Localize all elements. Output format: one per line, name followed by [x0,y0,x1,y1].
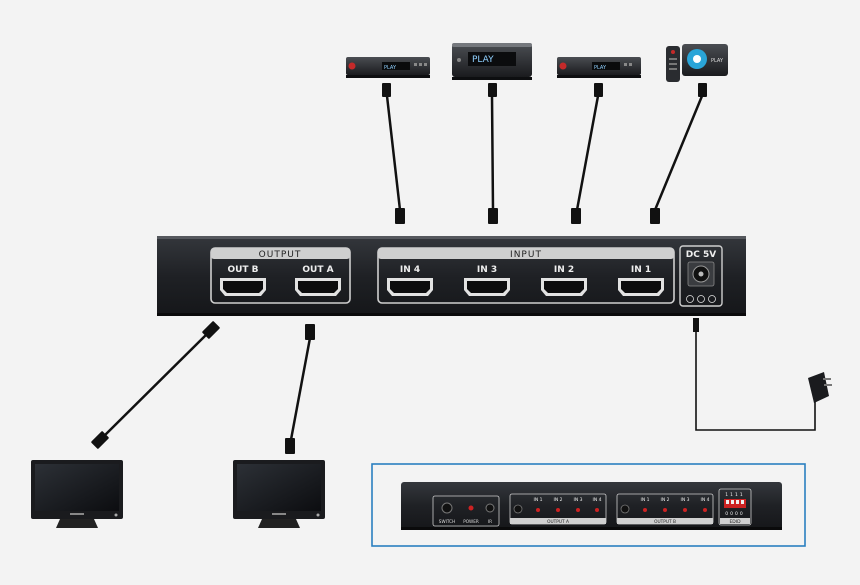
in1-label: IN 1 [631,265,651,275]
hdmi-plug-icon [698,83,707,97]
in4-label: IN 4 [400,265,420,275]
play-label: PLAY [384,65,397,71]
monitor-a [233,460,325,528]
hdmi-plug-icon [594,83,603,97]
out-b-label: OUT B [227,265,258,275]
play-label: PLAY [711,58,724,64]
hdmi-plug-icon [395,208,405,224]
hdmi-plug-icon [285,438,295,454]
output-group: OUTPUT OUT B OUT A [210,247,351,304]
led-label-in3: IN 3 [681,497,690,503]
output-b-led-group: IN 1 IN 2 IN 3 IN 4 OUTPUT B [616,493,714,525]
cable-in3 [490,94,495,212]
source-device-4: PLAY [666,44,728,82]
cable-in4 [385,94,402,212]
svg-text:1111: 1111 [725,492,744,498]
input-cables [385,94,704,212]
polarity-icon [686,295,716,303]
input-group-label: INPUT [510,250,542,260]
hdmi-plug-icon [202,321,220,339]
out-a-label: OUT A [302,265,333,275]
power-adapter-icon [808,372,832,403]
hdmi-plug-icon [488,208,498,224]
hdmi-port-in4 [387,278,433,296]
power-cable [693,318,816,431]
hdmi-plug-icon [571,208,581,224]
cable-out-b [99,329,212,441]
hdmi-plug-icon [91,431,109,449]
hdmi-port-out-b [220,278,266,296]
hdmi-matrix-rear-panel: SWITCH POWER IR IN 1 IN 2 IN 3 IN 4 OUTP… [401,482,782,530]
output-a-led-group: IN 1 IN 2 IN 3 IN 4 OUTPUT A [509,493,607,525]
input-group: INPUT IN 4 IN 3 IN 2 IN 1 [377,247,675,304]
switch-label: SWITCH [439,519,455,524]
hdmi-plug-icon [382,83,391,97]
led-label-in4: IN 4 [701,497,710,503]
cable-out-a [288,337,312,446]
dc-power-jack: DC 5V [679,245,723,307]
ir-port [485,503,495,513]
hdmi-port-out-a [295,278,341,296]
output-group-label: OUTPUT [259,250,302,260]
switch-button [441,502,453,514]
dc-5v-label: DC 5V [686,250,716,260]
hdmi-plug-icon [650,208,660,224]
hdmi-plugs-bottom [91,321,315,454]
hdmi-plug-icon [488,83,497,97]
hdmi-port-in1 [618,278,664,296]
led-label-in3: IN 3 [574,497,583,503]
hdmi-port-in2 [541,278,587,296]
svg-text:0000: 0000 [725,511,744,517]
output-b-label: OUTPUT B [654,519,676,525]
play-label: PLAY [472,55,494,65]
output-cables [99,329,312,446]
power-led [468,505,474,511]
hdmi-plugs-top [382,83,707,224]
edid-label: EDID [729,519,741,525]
source-device-1: PLAY [346,57,430,78]
led-label-in1: IN 1 [534,497,543,503]
dip-switch-icon [724,499,746,508]
hdmi-plug-icon [305,324,315,340]
power-label: POWER [463,519,479,524]
led-label-in2: IN 2 [661,497,670,503]
ir-label: IR [488,519,492,524]
led-label-in2: IN 2 [554,497,563,503]
monitor-b [31,460,123,528]
power-button-icon [348,62,356,70]
led-label-in1: IN 1 [641,497,650,503]
hdmi-port-in3 [464,278,510,296]
power-button-icon [559,62,567,70]
in3-label: IN 3 [477,265,497,275]
output-a-label: OUTPUT A [547,519,569,525]
source-device-2: PLAY [452,43,532,80]
source-device-3: PLAY [557,57,641,78]
cable-in1 [653,94,704,212]
rear-panel-callout-box [371,463,806,547]
led-label-in4: IN 4 [593,497,602,503]
in2-label: IN 2 [554,265,574,275]
cable-in2 [575,94,600,212]
play-label: PLAY [594,65,607,71]
edid-dip-switch: 1111 0000 EDID [718,488,752,526]
hdmi-matrix-front-panel: OUTPUT OUT B OUT A INPUT IN 4 IN 3 IN 2 … [157,236,746,316]
